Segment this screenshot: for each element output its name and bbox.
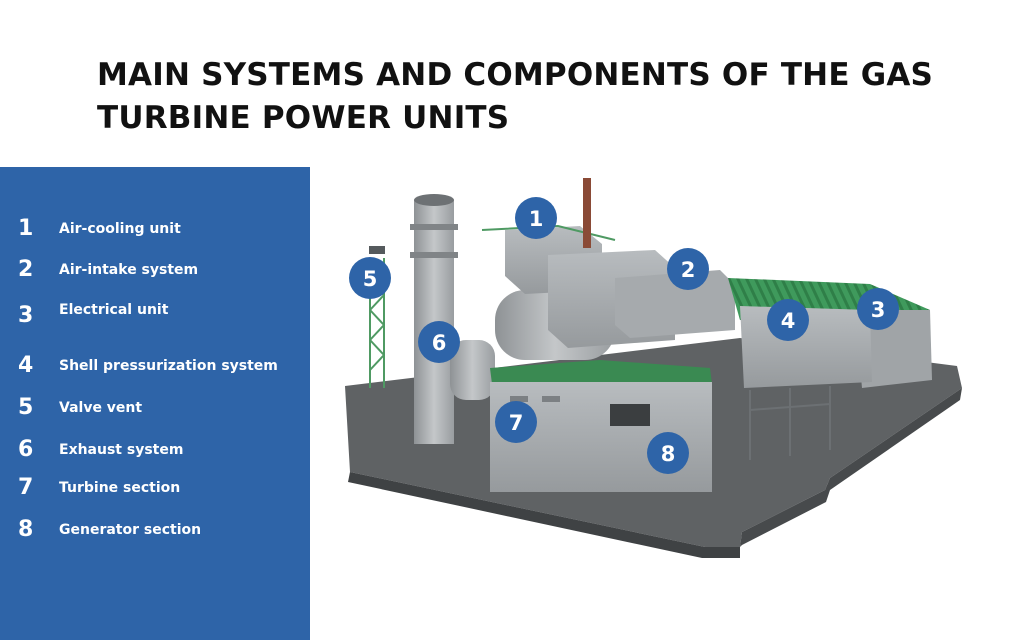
legend-item-2: 2 Air-intake system <box>0 255 310 285</box>
pipe <box>583 178 591 248</box>
marker-2: 2 <box>667 248 709 290</box>
svg-text:6: 6 <box>432 331 447 355</box>
turbine-plant-illustration: 1 2 3 4 5 6 7 8 <box>345 178 962 558</box>
svg-text:7: 7 <box>509 411 524 435</box>
legend-item-8: 8 Generator section <box>0 515 310 545</box>
legend-number: 5 <box>18 395 34 420</box>
svg-text:1: 1 <box>529 207 544 231</box>
legend-item-4: 4 Shell pressurization system <box>0 351 310 381</box>
svg-text:8: 8 <box>661 442 676 466</box>
legend-label: Shell pressurization system <box>59 358 278 374</box>
legend-item-6: 6 Exhaust system <box>0 435 310 465</box>
air-intake-filter <box>615 270 735 338</box>
marker-8: 8 <box>647 432 689 474</box>
marker-6: 6 <box>418 321 460 363</box>
platform-side-right <box>740 388 962 547</box>
legend-label: Generator section <box>59 522 202 538</box>
stack-ring <box>410 252 458 258</box>
stack-ring <box>410 224 458 230</box>
legend-item-3: 3 Electrical unit <box>0 301 310 331</box>
marker-3: 3 <box>857 288 899 330</box>
enclosure-window <box>610 404 650 426</box>
legend-label: Valve vent <box>59 400 143 416</box>
legend-number: 2 <box>18 257 34 282</box>
exhaust-stack-top <box>414 194 454 206</box>
legend-number: 8 <box>18 517 34 542</box>
legend-item-1: 1 Air-cooling unit <box>0 214 310 244</box>
marker-4: 4 <box>767 299 809 341</box>
platform-side <box>348 472 740 558</box>
enclosure-vent <box>510 396 528 402</box>
air-cooling-railing <box>481 224 616 241</box>
legend-label: Turbine section <box>59 480 181 496</box>
legend-number: 6 <box>18 437 34 462</box>
svg-text:4: 4 <box>781 309 796 333</box>
legend-number: 3 <box>18 303 34 328</box>
exhaust-duct <box>450 340 495 400</box>
legend-label: Air-cooling unit <box>59 221 181 237</box>
legend-label: Air-intake system <box>59 262 199 278</box>
legend-label: Exhaust system <box>59 442 184 458</box>
marker-1: 1 <box>515 197 557 239</box>
vent-head <box>369 246 385 254</box>
page-title: MAIN SYSTEMS AND COMPONENTS OF THE GAS T… <box>97 57 934 136</box>
svg-text:5: 5 <box>363 267 378 291</box>
legend-number: 7 <box>18 475 34 500</box>
enclosure-vent <box>542 396 560 402</box>
marker-5: 5 <box>349 257 391 299</box>
legend-number: 4 <box>18 353 34 378</box>
legend-panel: 1 Air-cooling unit 2 Air-intake system 3… <box>0 167 310 640</box>
marker-7: 7 <box>495 401 537 443</box>
legend-label: Electrical unit <box>59 302 169 318</box>
legend-item-7: 7 Turbine section <box>0 473 310 503</box>
legend-number: 1 <box>18 216 34 241</box>
support-frame <box>749 386 831 460</box>
legend-item-5: 5 Valve vent <box>0 393 310 423</box>
enclosure-roof <box>490 360 712 384</box>
svg-text:2: 2 <box>681 258 696 282</box>
svg-text:3: 3 <box>871 298 886 322</box>
